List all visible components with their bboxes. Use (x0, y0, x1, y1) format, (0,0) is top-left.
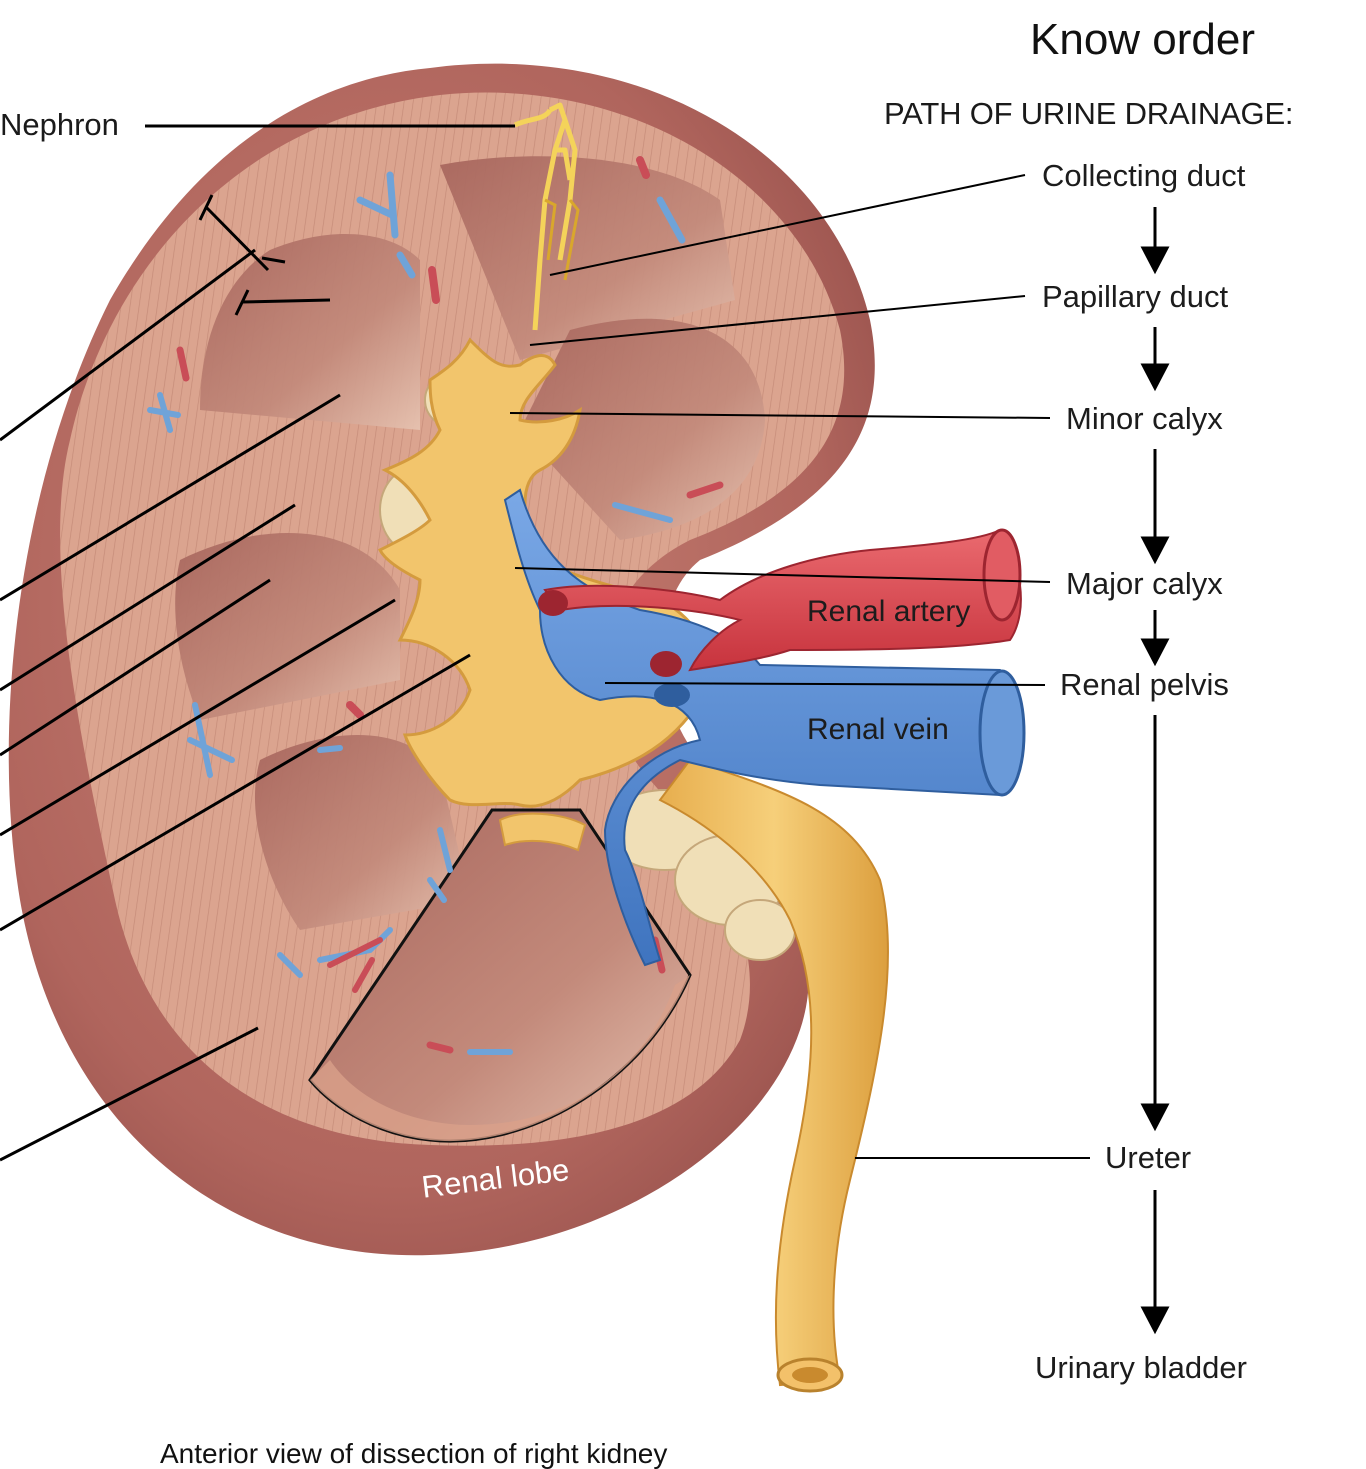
renal-artery (543, 528, 1022, 672)
step-major-calyx: Major calyx (1066, 566, 1223, 601)
nephron-label: Nephron (0, 107, 119, 142)
arrow-down-icon (1140, 246, 1170, 275)
left-leader-lines (0, 124, 515, 1162)
figure-caption: Anterior view of dissection of right kid… (160, 1438, 668, 1469)
step-renal-pelvis: Renal pelvis (1060, 667, 1229, 702)
path-title: PATH OF URINE DRAINAGE: (884, 96, 1294, 131)
renal-artery-label: Renal artery (807, 595, 971, 628)
step-ureter: Ureter (1105, 1140, 1192, 1175)
step-minor-calyx: Minor calyx (1066, 401, 1223, 436)
renal-pyramid (175, 532, 400, 720)
step-urinary-bladder: Urinary bladder (1035, 1350, 1247, 1385)
renal-pyramid (200, 233, 420, 430)
interlobar-vessels (147, 156, 724, 1055)
right-leader-lines (509, 174, 1090, 1159)
renal-vein-opening (978, 669, 1026, 797)
renal-artery-branch-opening (538, 590, 568, 616)
renal-artery-opening (982, 528, 1022, 622)
know-order-note: Know order (1030, 15, 1256, 64)
arrow-down-icon (1140, 363, 1170, 392)
arrow-down-icon (1140, 638, 1170, 667)
renal-artery-branch-opening (650, 651, 682, 677)
renal-vein-branch-opening (654, 683, 690, 707)
arrow-down-icon (1140, 536, 1170, 565)
renal-pyramid (254, 735, 470, 930)
step-papillary-duct: Papillary duct (1042, 279, 1229, 314)
renal-vein-label: Renal vein (807, 713, 949, 746)
cortex-brackets (198, 194, 331, 316)
renal-pyramid (520, 318, 765, 540)
lobe-calyx (498, 812, 587, 852)
nephron-tubules (544, 198, 580, 281)
arrow-down-icon (1140, 1306, 1170, 1335)
flow-arrows (1140, 207, 1170, 1335)
nephron (513, 102, 578, 331)
ureter-lumen (792, 1367, 828, 1383)
step-collecting-duct: Collecting duct (1042, 158, 1246, 193)
arrow-down-icon (1140, 1103, 1170, 1132)
